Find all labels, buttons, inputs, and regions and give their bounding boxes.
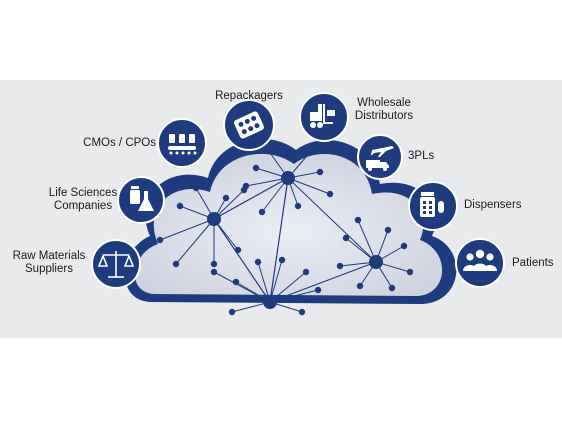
network-node xyxy=(232,278,240,286)
network-link xyxy=(269,261,377,303)
network-node xyxy=(281,171,295,185)
network-node xyxy=(222,194,230,202)
network-graph xyxy=(156,146,414,316)
label-repackagers: Repackagers xyxy=(212,90,286,103)
label-patients: Patients xyxy=(512,257,560,270)
network-node xyxy=(263,295,277,309)
network-node xyxy=(354,216,362,224)
label-life-sciences-line1: Life Sciences xyxy=(48,187,118,199)
network-node xyxy=(228,308,236,316)
label-cmos-text: CMOs / CPOs xyxy=(83,137,156,149)
network-node xyxy=(326,190,334,198)
icon-3pls xyxy=(357,134,403,180)
network-link xyxy=(245,177,289,187)
network-link xyxy=(213,177,289,220)
label-raw-materials-line1: Raw Materials xyxy=(12,250,86,262)
network-link xyxy=(159,218,215,241)
network-node xyxy=(210,268,218,276)
network-link xyxy=(269,289,319,303)
network-node xyxy=(298,308,306,316)
network-link xyxy=(357,219,377,263)
network-node xyxy=(316,168,324,176)
label-repackagers-text: Repackagers xyxy=(215,90,283,102)
pill-blister-icon xyxy=(233,111,265,139)
conveyor-bottles-icon xyxy=(168,134,197,155)
network-link xyxy=(261,177,289,213)
label-wholesale-line2: Distributors xyxy=(354,110,414,122)
network-node xyxy=(302,268,310,276)
network-link xyxy=(269,259,283,303)
icon-cmos-cpos xyxy=(157,118,207,168)
label-patients-text: Patients xyxy=(512,257,554,269)
network-node xyxy=(294,202,302,210)
network-node xyxy=(176,202,184,210)
network-node xyxy=(342,234,350,242)
network-node xyxy=(384,226,392,234)
scales-icon xyxy=(97,251,135,278)
label-wholesale-distributors: Wholesale Distributors xyxy=(344,97,424,123)
network-node xyxy=(252,164,260,172)
icon-wholesale-distributors xyxy=(299,92,349,142)
network-link xyxy=(213,218,271,303)
network-node xyxy=(400,242,408,250)
icon-repackagers xyxy=(223,99,275,151)
icon-patients xyxy=(455,238,505,288)
network-node xyxy=(254,258,262,266)
network-node xyxy=(369,255,383,269)
network-node xyxy=(192,184,200,192)
label-raw-materials-line2: Suppliers xyxy=(25,263,73,275)
icon-life-sciences xyxy=(117,176,165,224)
network-link xyxy=(287,177,331,195)
label-cmos-cpos: CMOs / CPOs xyxy=(64,137,156,150)
label-dispensers: Dispensers xyxy=(464,199,534,212)
network-node xyxy=(388,284,396,292)
label-3pls: 3PLs xyxy=(408,150,448,163)
network-node xyxy=(278,256,286,264)
network-node xyxy=(314,286,322,294)
pill-bottle-icon xyxy=(420,192,444,217)
label-life-sciences-line2: Companies xyxy=(53,200,113,212)
network-node xyxy=(207,212,221,226)
network-link xyxy=(269,271,307,303)
network-link xyxy=(287,177,377,263)
network-node xyxy=(406,268,414,276)
label-life-sciences: Life Sciences Companies xyxy=(40,187,126,213)
label-wholesale-line1: Wholesale xyxy=(357,97,411,109)
network-node xyxy=(234,246,242,254)
label-dispensers-text: Dispensers xyxy=(464,199,522,211)
flask-bottle-icon xyxy=(130,186,154,211)
network-link xyxy=(269,177,289,303)
network-node xyxy=(172,260,180,268)
network-node xyxy=(258,208,266,216)
network-node xyxy=(156,236,164,244)
icon-dispensers xyxy=(408,181,458,231)
network-link xyxy=(175,218,215,265)
truck-plane-icon xyxy=(366,146,394,171)
people-icon xyxy=(463,249,497,271)
label-raw-materials: Raw Materials Suppliers xyxy=(6,250,92,276)
network-node xyxy=(308,146,316,154)
network-node xyxy=(242,182,250,190)
forklift-icon xyxy=(310,104,335,128)
icon-raw-materials xyxy=(91,239,141,289)
label-3pls-text: 3PLs xyxy=(408,150,435,162)
network-node xyxy=(210,260,218,268)
network-node xyxy=(356,282,364,290)
network-node xyxy=(336,262,344,270)
network-node xyxy=(264,146,272,154)
